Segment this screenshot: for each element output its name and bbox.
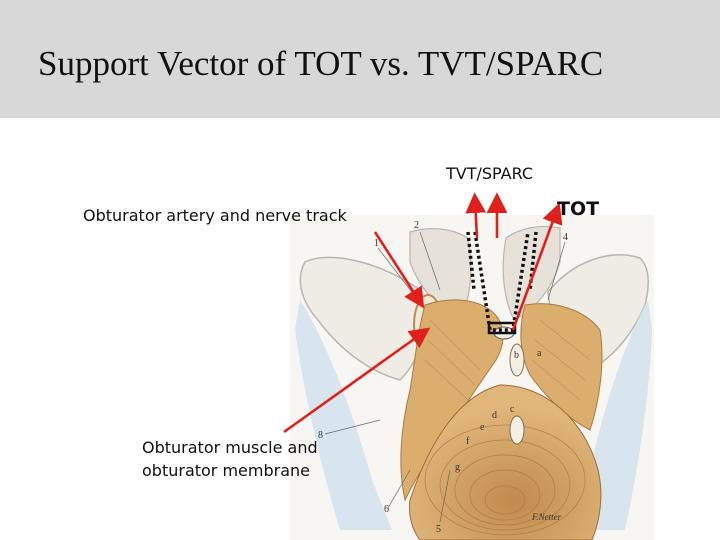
marker-b: b (514, 350, 519, 361)
marker-c: c (510, 404, 515, 415)
marker-e: e (480, 422, 485, 433)
obturator-muscle-label-line1: Obturator muscle and (142, 438, 318, 457)
left-fascia (295, 300, 392, 530)
tot-label: TOT (557, 198, 600, 220)
vaginal-opening (509, 415, 525, 445)
marker-1: 1 (374, 238, 379, 249)
title-bar (0, 0, 720, 118)
marker-5: 5 (436, 524, 441, 535)
slide-title: Support Vector of TOT vs. TVT/SPARC (38, 44, 604, 83)
marker-f: f (466, 436, 470, 447)
urethra-opening (509, 343, 525, 377)
levator-fiber-lines (424, 319, 591, 401)
marker-2: 2 (414, 220, 419, 231)
obturator-muscle-arrow (283, 327, 431, 434)
obturator-artery-arrow (373, 231, 425, 309)
artist-signature: F.Netter (531, 512, 562, 522)
tvt-arrow-left (465, 192, 487, 239)
obturator-muscle-label-line2: obturator membrane (142, 461, 311, 480)
marker-d: d (492, 410, 497, 421)
marker-g: g (455, 462, 460, 473)
left-iliac-bone (299, 256, 425, 381)
tot-arrow (511, 202, 563, 331)
obturator-muscle-label: Obturator muscle and obturator membrane (142, 436, 362, 482)
obturator-artery-label: Obturator artery and nerve track (83, 206, 347, 225)
tvt-sparc-label: TVT/SPARC (446, 164, 534, 183)
left-pubic-ramus (409, 228, 472, 321)
marker-6: 6 (384, 504, 389, 515)
muscle-fiber-rings (424, 424, 586, 536)
marker-4: 4 (563, 232, 568, 243)
marker-8: 8 (318, 430, 323, 441)
right-pubic-ramus (502, 225, 561, 321)
right-levator-muscle (520, 303, 603, 431)
marker-a: a (537, 348, 542, 359)
